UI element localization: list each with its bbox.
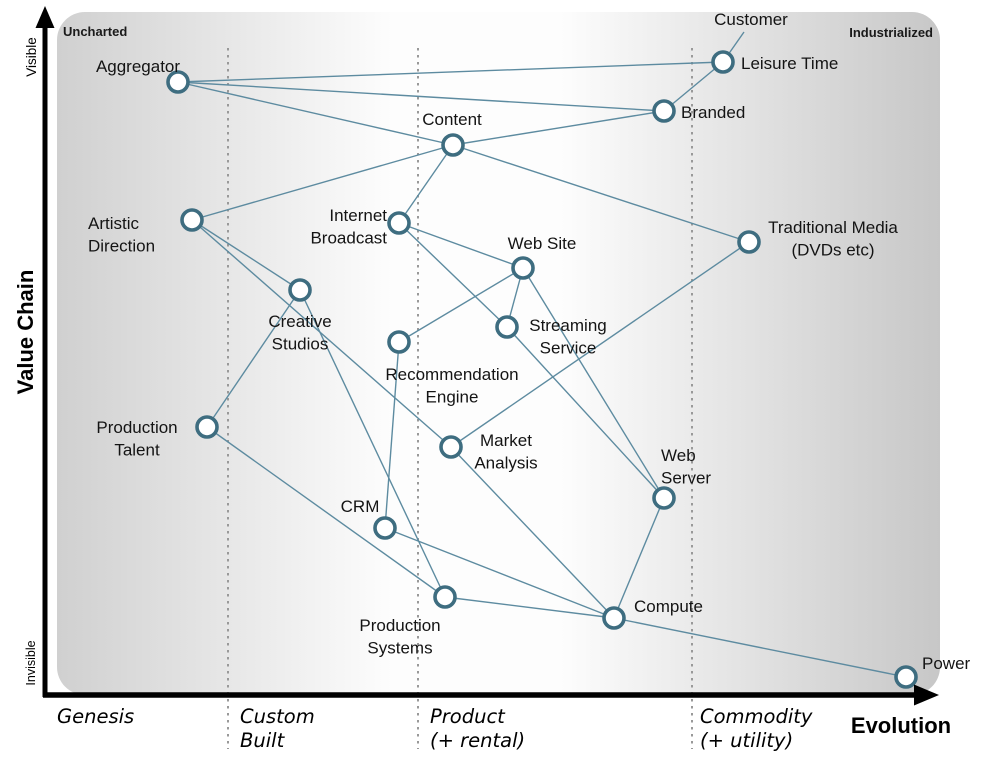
node-content [441, 133, 465, 157]
edge-artistic-direction--market-analysis [191, 219, 452, 448]
edge-internet-broadcast--web-site [398, 222, 524, 269]
node-aggregator [166, 70, 190, 94]
node-production-talent [195, 415, 219, 439]
x-axis: Evolution [43, 684, 951, 738]
y-axis-title: Value Chain [13, 270, 38, 395]
node-market-analysis [439, 435, 463, 459]
x-axis-title: Evolution [851, 713, 951, 738]
map-edges [177, 31, 907, 678]
edge-content--traditional-media [452, 144, 750, 243]
node-power [894, 665, 918, 689]
edge-creative-studios--production-systems [299, 289, 446, 598]
edge-creative-studios--production-talent [206, 289, 301, 428]
map-nodes [166, 50, 918, 689]
edge-artistic-direction--creative-studios [191, 219, 301, 291]
y-axis: Value Chain Visible Invisible [13, 6, 55, 697]
edge-production-talent--production-systems [206, 426, 446, 598]
node-label-aggregator: Aggregator [96, 57, 180, 76]
edge-internet-broadcast--streaming-service [398, 222, 508, 328]
node-branded [652, 99, 676, 123]
node-streaming-service [495, 315, 519, 339]
edge-web-site--web-server [522, 267, 665, 499]
industrialized-label: Industrialized [849, 25, 933, 40]
evolution-grid-lines [227, 48, 693, 749]
y-axis-visible-label: Visible [24, 37, 39, 77]
edge-content--internet-broadcast [398, 144, 454, 224]
edge-production-systems--compute [444, 596, 615, 619]
node-label-leisure-time: Leisure Time [741, 54, 838, 73]
stage-label-4: Commodity(+ utility) [700, 705, 813, 752]
node-label-branded: Branded [681, 103, 745, 122]
edge-streaming-service--web-server [506, 326, 665, 499]
uncharted-label: Uncharted [63, 24, 127, 39]
node-recommendation-engine [387, 330, 411, 354]
node-label-traditional-media: Traditional Media(DVDs etc) [768, 218, 898, 260]
node-creative-studios [288, 278, 312, 302]
edge-aggregator--leisure-time [177, 61, 724, 83]
node-label-power: Power [922, 654, 971, 673]
node-artistic-direction [180, 208, 204, 232]
x-axis-arrowhead [914, 684, 939, 706]
node-web-site [511, 256, 535, 280]
node-traditional-media [737, 230, 761, 254]
edge-traditional-media--market-analysis [450, 241, 750, 448]
node-internet-broadcast [387, 211, 411, 235]
node-web-server [652, 486, 676, 510]
edge-market-analysis--compute [450, 446, 615, 619]
node-label-compute: Compute [634, 597, 703, 616]
y-axis-invisible-label: Invisible [24, 640, 38, 685]
stage-label-1: Genesis [57, 705, 134, 728]
edge-compute--power [613, 617, 907, 678]
edge-web-server--compute [613, 497, 665, 619]
node-compute [602, 606, 626, 630]
node-label-web-site: Web Site [508, 234, 577, 253]
edge-aggregator--branded [177, 81, 665, 112]
edge-recommendation-engine--crm [384, 341, 400, 529]
node-leisure-time [711, 50, 735, 74]
stage-label-3: Product(+ rental) [430, 705, 525, 752]
edge-content--artistic-direction [191, 144, 454, 221]
edge-content--branded [452, 110, 665, 146]
edge-web-site--recommendation-engine [398, 267, 524, 343]
edge-branded--leisure-time [663, 61, 724, 112]
node-label-customer: Customer [714, 10, 788, 29]
map-background [57, 12, 940, 695]
node-label-crm: CRM [341, 497, 380, 516]
edge-crm--compute [384, 527, 615, 619]
edge-aggregator--content [177, 81, 454, 146]
node-production-systems [433, 585, 457, 609]
node-crm [373, 516, 397, 540]
node-label-content: Content [422, 110, 482, 129]
y-axis-arrowhead [35, 6, 55, 28]
